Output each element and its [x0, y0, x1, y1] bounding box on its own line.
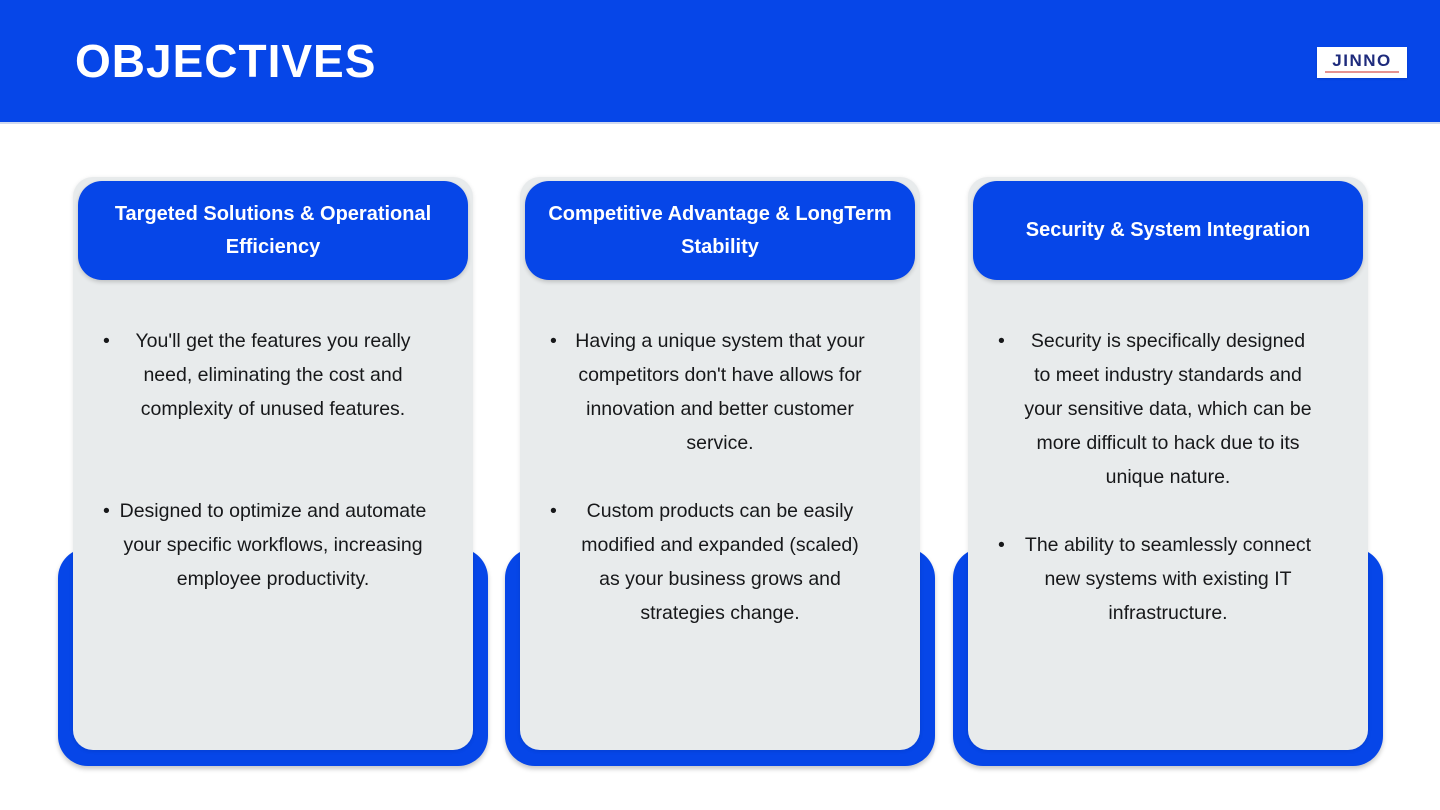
bullet-dot: •	[103, 500, 110, 522]
bullet-dot: •	[998, 534, 1005, 556]
brand-logo: JINNO	[1317, 47, 1407, 78]
objective-card-security-integration: Security & System Integration • Security…	[953, 177, 1383, 766]
header-bar	[0, 0, 1440, 122]
brand-logo-text: JINNO	[1332, 51, 1392, 70]
bullet-dot: •	[550, 500, 557, 522]
bullet-dot: •	[550, 330, 557, 352]
bullet-dot: •	[103, 330, 110, 352]
bullet-dot: •	[998, 330, 1005, 352]
card-title: Security & System Integration	[973, 181, 1363, 280]
brand-logo-underline	[1325, 71, 1399, 73]
page-title: OBJECTIVES	[75, 35, 377, 87]
